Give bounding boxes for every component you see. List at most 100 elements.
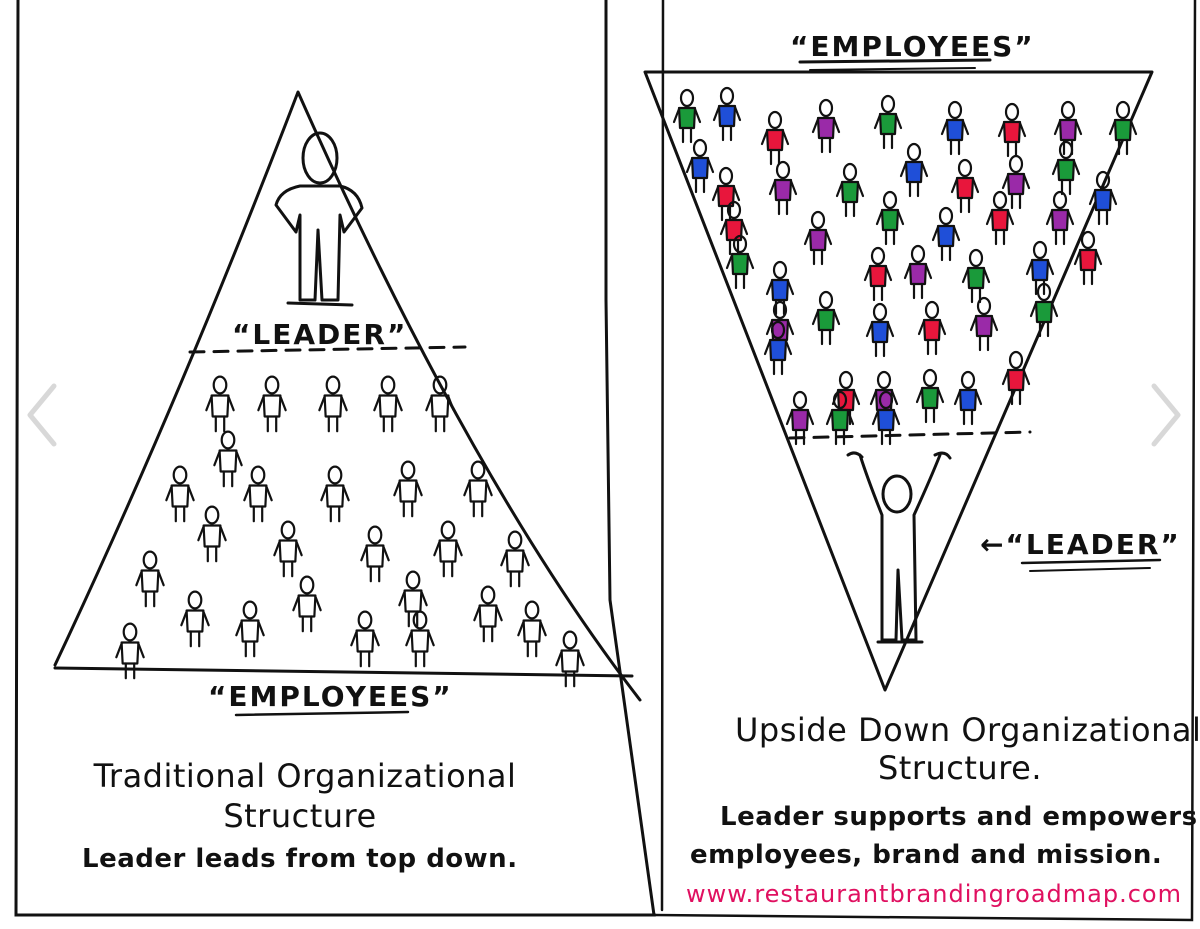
right-caption-line2: Structure. (877, 749, 1043, 787)
left-employee-figure (393, 460, 423, 518)
right-employee-figure (811, 290, 841, 346)
right-employee-figure (1029, 282, 1059, 338)
right-leader-label: ←“LEADER” (980, 528, 1181, 561)
right-employee-figure (785, 390, 815, 446)
left-employee-figure (433, 520, 463, 578)
left-employee-figure (500, 530, 530, 588)
right-employee-figure (863, 246, 893, 302)
left-caption-line1: Traditional Organizational (93, 757, 517, 795)
left-employee-figures (115, 375, 585, 688)
left-employee-figure (273, 520, 303, 578)
right-employee-figure (917, 300, 947, 356)
pyramid-base (53, 666, 634, 678)
right-employee-figure (873, 94, 903, 150)
right-caption-line3: Leader supports and empowers (720, 802, 1198, 832)
employees-underline-1 (798, 58, 992, 64)
left-employee-figure (373, 375, 403, 433)
right-caption-line1: Upside Down Organizational (735, 711, 1200, 749)
left-employee-figure (135, 550, 165, 608)
right-employee-figure (985, 190, 1015, 246)
right-caption-line4: employees, brand and mission. (690, 840, 1163, 870)
left-employee-figure (473, 585, 503, 643)
right-employee-figure (899, 142, 929, 198)
right-panel-border (652, 0, 1197, 922)
right-inner-left-border (660, 0, 665, 912)
left-employee-figure (180, 590, 210, 648)
chevron-left-icon (27, 383, 57, 447)
left-employee-figure (405, 610, 435, 668)
right-leader-figure (846, 451, 952, 644)
right-employee-figure (915, 368, 945, 424)
right-employee-figure (1073, 230, 1103, 286)
left-caption-line2: Structure (223, 797, 377, 835)
left-employee-figure (115, 622, 145, 680)
right-employee-figure (803, 210, 833, 266)
left-employee-figure (257, 375, 287, 433)
triangle-divider-dashed (788, 430, 1032, 440)
center-divider-line (604, 0, 656, 917)
left-employee-figure (425, 375, 455, 433)
left-employees-label: “EMPLOYEES” (208, 680, 453, 713)
right-employee-figure (765, 260, 795, 316)
right-employee-figure (871, 390, 901, 446)
right-employee-figure (811, 98, 841, 154)
center-divider (606, 0, 655, 915)
right-employee-figure (672, 88, 702, 144)
right-employee-figure (961, 248, 991, 304)
right-employee-figure (825, 390, 855, 446)
left-employee-figure (350, 610, 380, 668)
right-employee-figure (1025, 240, 1055, 296)
right-employee-figure (1051, 140, 1081, 196)
right-employee-figure (1108, 100, 1138, 156)
right-employees-label: “EMPLOYEES” (790, 30, 1035, 63)
right-employee-figure (1001, 350, 1031, 406)
chevron-right-icon (1151, 383, 1181, 447)
left-employee-figure (517, 600, 547, 658)
left-employee-figure (318, 375, 348, 433)
left-employee-figure (292, 575, 322, 633)
right-employee-figure (835, 162, 865, 218)
left-employee-figure (243, 465, 273, 523)
pyramid-outline (53, 90, 642, 702)
right-employee-figure (931, 206, 961, 262)
right-employee-figure (953, 370, 983, 426)
right-employee-figure (1001, 154, 1031, 210)
right-employee-figure (725, 234, 755, 290)
left-employee-figure (555, 630, 585, 688)
right-employee-figure (940, 100, 970, 156)
left-employee-figure (320, 465, 350, 523)
right-employee-figure (711, 166, 741, 222)
right-employee-figures (672, 86, 1138, 446)
traditional-pyramid (53, 90, 642, 702)
left-employee-figure (463, 460, 493, 518)
right-employee-figure (1088, 170, 1118, 226)
right-employee-figure (875, 190, 905, 246)
right-employee-figure (768, 160, 798, 216)
website-link[interactable]: www.restaurantbrandingroadmap.com (686, 880, 1182, 908)
right-employee-figure (903, 244, 933, 300)
carousel-prev-button[interactable] (22, 380, 62, 450)
right-employee-figure (997, 102, 1027, 158)
left-leader-figure (274, 131, 364, 307)
left-label-underlines (234, 710, 410, 717)
carousel-next-button[interactable] (1146, 380, 1186, 450)
right-employee-figure (969, 296, 999, 352)
left-employee-figure (360, 525, 390, 583)
right-employee-figure (712, 86, 742, 142)
pyramid-divider-dashed (188, 345, 467, 354)
left-employee-figure (197, 505, 227, 563)
panel-borders (14, 0, 1197, 922)
left-employee-figure (235, 600, 265, 658)
right-employee-figure (950, 158, 980, 214)
right-employee-figure (1045, 190, 1075, 246)
right-leader-underlines (1020, 558, 1162, 572)
right-employee-figure (763, 320, 793, 376)
right-employee-figure (719, 200, 749, 256)
right-employee-figure (760, 110, 790, 166)
left-employee-figure (213, 430, 243, 488)
right-employee-figure (685, 138, 715, 194)
left-panel-border (14, 0, 657, 917)
left-caption-line3: Leader leads from top down. (82, 844, 518, 874)
